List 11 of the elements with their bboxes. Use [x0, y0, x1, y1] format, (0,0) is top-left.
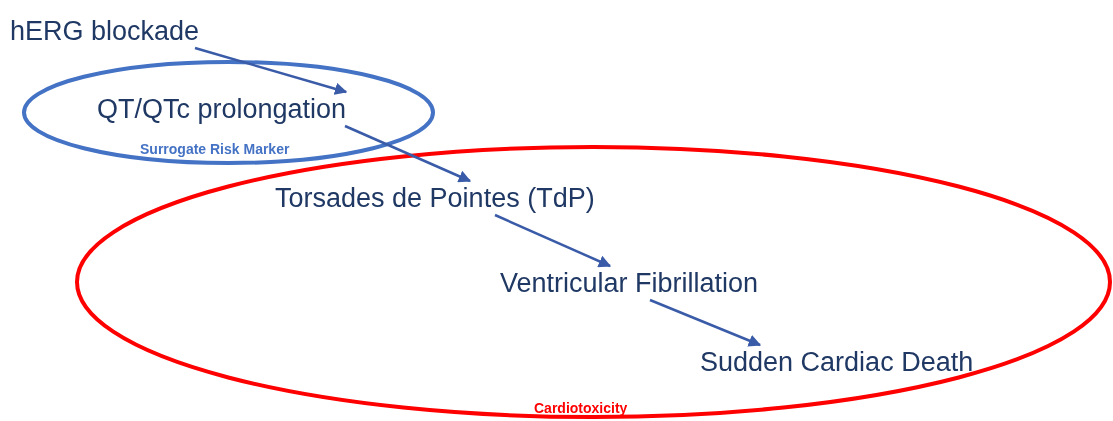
ellipse-label: Cardiotoxicity [534, 400, 628, 416]
step-text: hERG blockade [10, 14, 200, 48]
arrow [344, 124, 472, 183]
arrow [494, 213, 612, 268]
step-text: QT/QTc prolongation [97, 92, 347, 126]
step-text: Ventricular Fibrillation [500, 266, 759, 300]
arrow [649, 298, 762, 347]
ellipse-label: Surrogate Risk Marker [140, 141, 290, 157]
arrow [194, 46, 348, 95]
step-text: Torsades de Pointes (TdP) [275, 181, 595, 215]
step-text: Sudden Cardiac Death [700, 345, 974, 379]
